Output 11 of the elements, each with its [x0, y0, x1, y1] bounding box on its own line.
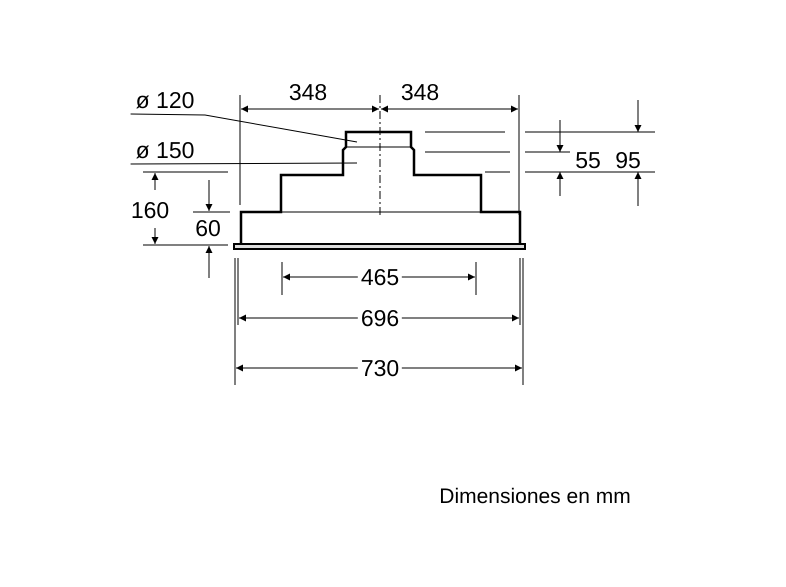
note-text: Dimensiones en mm [439, 485, 631, 509]
dimension-value: 348 [400, 80, 440, 104]
dimension-value: 160 [130, 198, 170, 222]
dimension-value: 95 [615, 148, 641, 172]
dimension-value: 60 [195, 216, 221, 240]
dimension-value: 348 [288, 80, 328, 104]
leader-line [130, 162, 358, 164]
diameter-label: ø 120 [136, 88, 194, 112]
dimension-value: 55 [575, 148, 601, 172]
leader-line [130, 114, 358, 142]
diameter-label: ø 150 [136, 138, 194, 162]
